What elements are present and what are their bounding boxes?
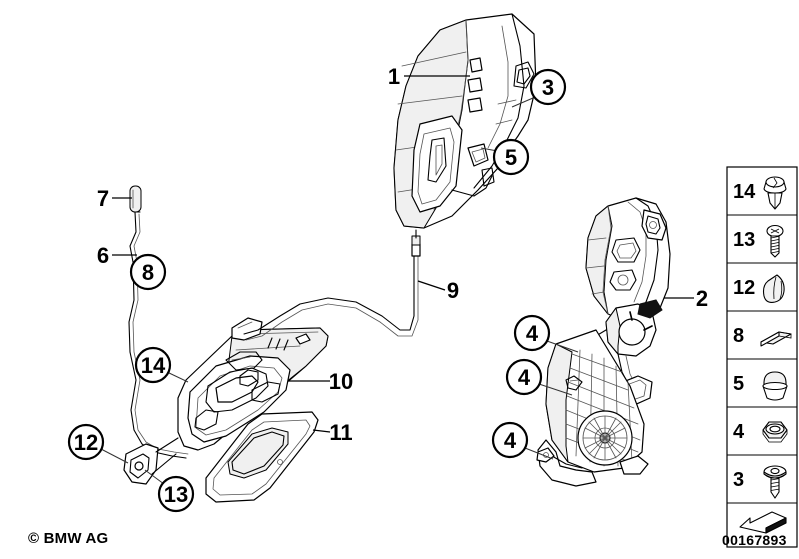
- legend-number: 4: [733, 421, 745, 443]
- flange-bolt-icon: [763, 465, 787, 499]
- leader-4b: [538, 383, 573, 396]
- legend-row-14[interactable]: 14: [733, 176, 787, 210]
- callout-circle: [492, 138, 530, 176]
- legend-panel: 14 13 12 8 5 4 3: [726, 166, 798, 548]
- part-11-handle-cover-trim: [205, 411, 319, 503]
- callout-circle: [491, 421, 529, 459]
- legend-row-5[interactable]: 5: [727, 358, 797, 401]
- callout-label: 5: [505, 145, 517, 170]
- leader-11: [312, 429, 331, 433]
- legend-number: 3: [733, 469, 744, 491]
- callout-1[interactable]: 1: [388, 64, 400, 89]
- part-10-outer-handle-base: [123, 317, 329, 485]
- legend-number: 12: [733, 277, 755, 299]
- bent-arrow-icon: [739, 511, 787, 534]
- callout-label: 11: [329, 420, 352, 445]
- callout-8[interactable]: 8: [129, 253, 167, 291]
- legend-row-4[interactable]: 4: [727, 406, 797, 443]
- hex-nut-icon: [762, 421, 788, 443]
- legend-number: 13: [733, 229, 755, 251]
- callout-circle: [529, 68, 567, 106]
- leader-14: [166, 371, 189, 383]
- callout-circle: [157, 475, 195, 513]
- callout-4[interactable]: 4: [513, 314, 551, 352]
- callout-5[interactable]: 5: [492, 138, 530, 176]
- leader-4c: [524, 447, 554, 460]
- callout-label: 13: [164, 482, 188, 507]
- callout-label: 14: [141, 353, 166, 378]
- callout-label: 6: [97, 243, 109, 268]
- callout-10[interactable]: 10: [329, 369, 353, 394]
- callout-6[interactable]: 6: [97, 243, 109, 268]
- callout-label: 3: [542, 75, 554, 100]
- part-9-bowden-cable-short: [243, 229, 421, 341]
- callout-label: 8: [142, 260, 154, 285]
- callout-12[interactable]: 12: [67, 423, 105, 461]
- callout-label: 12: [74, 430, 98, 455]
- callout-label: 4: [504, 428, 517, 453]
- callout-label: 9: [447, 278, 459, 303]
- drawing-number: 00167893: [722, 532, 787, 548]
- callout-label: 7: [97, 186, 109, 211]
- callout-label: 4: [526, 321, 539, 346]
- pan-head-screw-icon: [766, 224, 784, 258]
- part-7-cable-end-sleeve: [129, 185, 142, 213]
- leader-12: [100, 448, 129, 464]
- rubber-grommet-icon: [762, 371, 788, 401]
- callout-circle: [129, 253, 167, 291]
- callout-circle: [134, 346, 172, 384]
- callout-label: 10: [329, 369, 353, 394]
- copyright-notice: © BMW AG: [28, 530, 109, 547]
- legend-number: 8: [733, 325, 744, 347]
- leader-9: [417, 280, 446, 291]
- expanding-rivet-icon: [763, 176, 787, 210]
- callout-11[interactable]: 11: [329, 420, 352, 445]
- actuator-motor-unit: [536, 329, 653, 487]
- callout-2[interactable]: 2: [696, 286, 708, 311]
- flat-shim-icon: [760, 331, 792, 347]
- callout-circle: [505, 358, 543, 396]
- callout-7[interactable]: 7: [97, 186, 109, 211]
- callout-label: 2: [696, 286, 708, 311]
- callout-3[interactable]: 3: [529, 68, 567, 106]
- legend-row-3[interactable]: 3: [727, 454, 797, 499]
- callout-9[interactable]: 9: [447, 278, 459, 303]
- legend-number: 14: [733, 181, 756, 203]
- legend-number: 5: [733, 373, 744, 395]
- wedge-clip-icon: [762, 274, 785, 303]
- callout-4[interactable]: 4: [505, 358, 543, 396]
- callout-label: 1: [388, 64, 400, 89]
- callout-circle: [67, 423, 105, 461]
- legend-border: [726, 166, 798, 548]
- callout-circle: [513, 314, 551, 352]
- callout-label: 4: [518, 365, 531, 390]
- callout-14[interactable]: 14: [134, 346, 172, 384]
- callout-13[interactable]: 13: [157, 475, 195, 513]
- part-2-door-lock-assembly: [585, 197, 671, 387]
- legend-row-13[interactable]: 13: [727, 214, 797, 258]
- legend-row-12[interactable]: 12: [727, 262, 797, 303]
- callout-4[interactable]: 4: [491, 421, 529, 459]
- legend-row-8[interactable]: 8: [727, 310, 797, 347]
- part-1-door-handle-carrier: [393, 13, 537, 229]
- leader-4a: [546, 340, 579, 353]
